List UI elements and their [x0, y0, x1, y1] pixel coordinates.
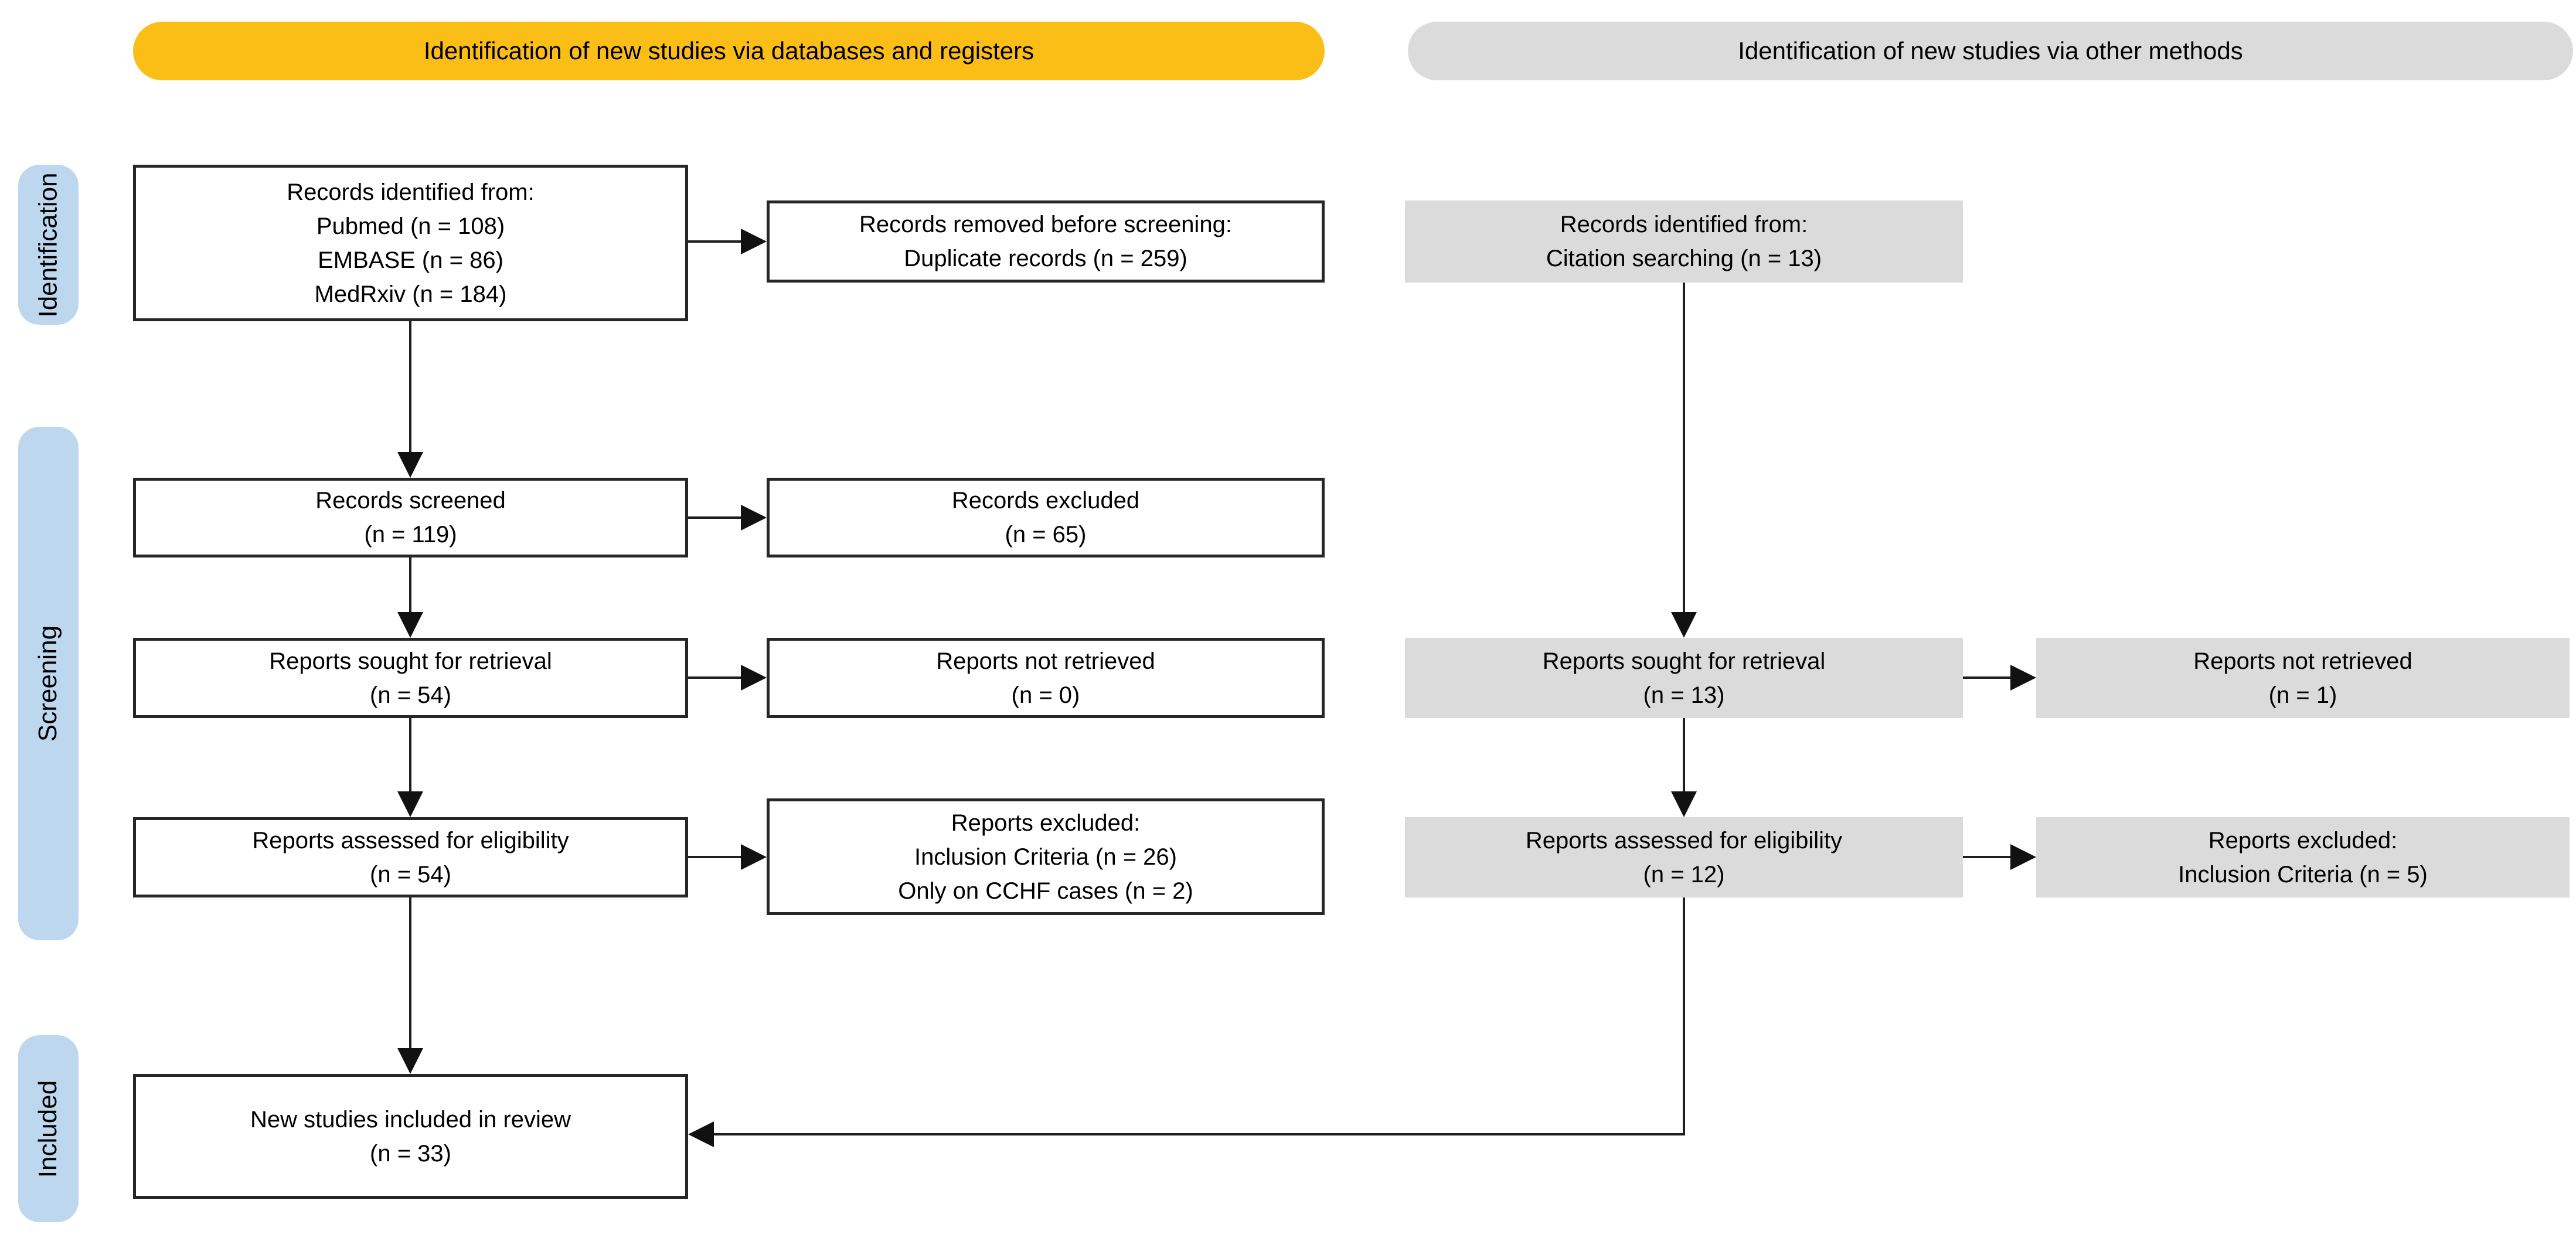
- connector-a1-a2: [409, 321, 411, 452]
- box-line: New studies included in review: [250, 1106, 571, 1133]
- arrowhead-right-icon: [2010, 665, 2036, 691]
- connector-c3-c4: [1683, 718, 1685, 791]
- box-line: (n = 1): [2268, 682, 2337, 708]
- arrowhead-down-icon: [1671, 791, 1697, 817]
- header-databases-label: Identification of new studies via databa…: [423, 37, 1035, 64]
- header-other-label: Identification of new studies via other …: [1738, 37, 2243, 64]
- box-records-removed-before-screening: Records removed before screening: Duplic…: [767, 200, 1325, 283]
- connector-a4-a5: [409, 897, 411, 1048]
- box-line: Reports not retrieved: [2193, 648, 2412, 674]
- box-records-identified-other: Records identified from: Citation search…: [1405, 200, 1963, 283]
- box-records-screened: Records screened (n = 119): [133, 478, 688, 557]
- box-line: (n = 54): [370, 861, 451, 888]
- box-line: Only on CCHF cases (n = 2): [898, 878, 1193, 904]
- arrowhead-down-icon: [397, 791, 423, 817]
- box-new-studies-included: New studies included in review (n = 33): [133, 1074, 688, 1199]
- box-line: Duplicate records (n = 259): [904, 246, 1187, 271]
- connector-a3-a4: [409, 718, 411, 791]
- box-line: Citation searching (n = 13): [1546, 246, 1822, 271]
- connector-a3-b3: [688, 676, 741, 679]
- box-line: (n = 65): [1005, 522, 1087, 548]
- box-reports-excluded-databases: Reports excluded: Inclusion Criteria (n …: [767, 798, 1325, 915]
- header-databases-registers: Identification of new studies via databa…: [133, 22, 1325, 80]
- arrowhead-right-icon: [2010, 844, 2036, 870]
- connector-c4-a5-vertical: [1683, 897, 1685, 1135]
- connector-a1-b1: [688, 240, 741, 243]
- stage-included-label: Included: [33, 1080, 63, 1178]
- stage-identification: Identification: [18, 165, 79, 325]
- box-reports-assessed-databases: Reports assessed for eligibility (n = 54…: [133, 817, 688, 897]
- box-line: Pubmed (n = 108): [316, 213, 505, 239]
- box-line: Reports sought for retrieval: [1542, 648, 1826, 674]
- box-line: (n = 33): [370, 1140, 451, 1167]
- header-other-methods: Identification of new studies via other …: [1408, 22, 2573, 80]
- box-line: Records screened: [315, 488, 506, 514]
- box-line: (n = 119): [364, 522, 457, 548]
- stage-screening: Screening: [18, 427, 79, 940]
- box-reports-excluded-other: Reports excluded: Inclusion Criteria (n …: [2036, 817, 2570, 897]
- box-line: (n = 13): [1643, 682, 1725, 708]
- box-line: Reports excluded:: [951, 810, 1141, 836]
- connector-c4-a5-horizontal: [714, 1133, 1685, 1135]
- connector-a2-b2: [688, 516, 741, 519]
- box-line: Reports assessed for eligibility: [1525, 827, 1843, 854]
- box-reports-not-retrieved-other: Reports not retrieved (n = 1): [2036, 638, 2570, 718]
- box-records-excluded: Records excluded (n = 65): [767, 478, 1325, 557]
- box-line: Records removed before screening:: [859, 212, 1232, 237]
- connector-a2-a3: [409, 557, 411, 612]
- box-line: Reports excluded:: [2208, 827, 2398, 854]
- box-reports-sought-other: Reports sought for retrieval (n = 13): [1405, 638, 1963, 718]
- stage-identification-label: Identification: [33, 172, 63, 318]
- arrowhead-right-icon: [741, 505, 767, 531]
- arrowhead-right-icon: [741, 229, 767, 254]
- arrowhead-right-icon: [741, 844, 767, 870]
- arrowhead-down-icon: [397, 452, 423, 478]
- box-line: MedRxiv (n = 184): [314, 281, 507, 307]
- arrowhead-left-icon: [688, 1121, 714, 1147]
- box-line: EMBASE (n = 86): [318, 247, 503, 273]
- arrowhead-down-icon: [1671, 612, 1697, 638]
- box-line: Inclusion Criteria (n = 26): [914, 844, 1177, 870]
- connector-a4-b4: [688, 856, 741, 858]
- box-line: Reports not retrieved: [936, 648, 1155, 674]
- connector-c4-d4: [1963, 856, 2010, 858]
- stage-included: Included: [18, 1035, 79, 1222]
- box-reports-assessed-other: Reports assessed for eligibility (n = 12…: [1405, 817, 1963, 897]
- arrowhead-down-icon: [397, 612, 423, 638]
- box-line: Inclusion Criteria (n = 5): [2178, 861, 2428, 888]
- arrowhead-down-icon: [397, 1048, 423, 1074]
- box-records-identified-databases: Records identified from: Pubmed (n = 108…: [133, 165, 688, 321]
- box-line: Reports assessed for eligibility: [252, 827, 569, 854]
- box-line: Records identified from:: [287, 179, 535, 205]
- arrowhead-right-icon: [741, 665, 767, 691]
- box-line: Reports sought for retrieval: [269, 648, 552, 674]
- box-line: (n = 54): [370, 682, 451, 708]
- box-line: (n = 12): [1643, 861, 1725, 888]
- box-line: (n = 0): [1011, 682, 1080, 708]
- box-reports-sought-databases: Reports sought for retrieval (n = 54): [133, 638, 688, 718]
- box-line: Records identified from:: [1560, 212, 1808, 237]
- connector-c3-d3: [1963, 676, 2010, 679]
- box-reports-not-retrieved-databases: Reports not retrieved (n = 0): [767, 638, 1325, 718]
- box-line: Records excluded: [951, 488, 1140, 514]
- stage-screening-label: Screening: [33, 625, 63, 742]
- connector-c1-c3: [1683, 283, 1685, 612]
